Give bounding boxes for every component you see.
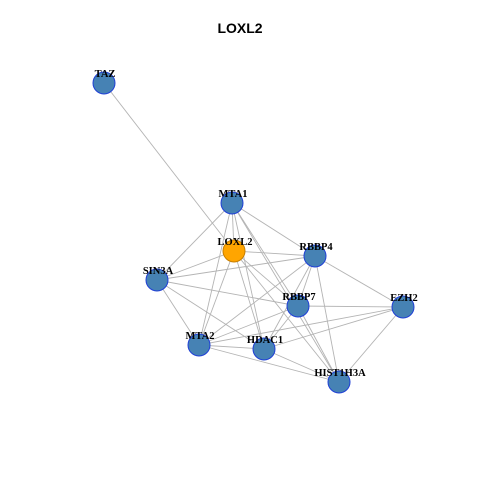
node-label: HDAC1	[247, 335, 283, 346]
node-label: HIST1H3A	[314, 368, 366, 379]
edge-loxl2-rbbp7	[233, 250, 299, 307]
edge-rbbp7-mta2	[198, 305, 299, 346]
node-mta1[interactable]: MTA1	[219, 189, 248, 215]
edge-sin3a-rbbp7	[156, 279, 299, 307]
edge-loxl2-hist1h3a	[233, 250, 340, 383]
edge-mta1-rbbp7	[231, 202, 299, 307]
edge-ezh2-mta2	[198, 306, 404, 346]
edge-loxl2-mta2	[198, 250, 235, 346]
node-ezh2[interactable]: EZH2	[390, 293, 418, 319]
edge-rbbp7-hist1h3a	[297, 305, 340, 383]
node-mta2[interactable]: MTA2	[186, 331, 215, 357]
node-hist1h3a[interactable]: HIST1H3A	[314, 368, 366, 394]
edge-mta1-hdac1	[231, 202, 265, 350]
edge-loxl2-sin3a	[156, 250, 235, 281]
edge-loxl2-rbbp4	[233, 250, 316, 257]
edge-layer	[103, 82, 404, 383]
edge-mta1-mta2	[198, 202, 233, 346]
edge-mta1-rbbp4	[231, 202, 316, 257]
graph-title: LOXL2	[217, 20, 263, 36]
node-circle[interactable]	[222, 239, 246, 263]
edge-ezh2-hdac1	[263, 306, 404, 350]
node-rbbp4[interactable]: RBBP4	[299, 242, 333, 268]
node-circle[interactable]	[145, 268, 169, 292]
edge-rbbp4-ezh2	[314, 255, 404, 308]
node-sin3a[interactable]: SIN3A	[143, 266, 174, 292]
node-hdac1[interactable]: HDAC1	[247, 335, 283, 361]
edge-mta1-sin3a	[156, 202, 233, 281]
edge-mta1-hist1h3a	[231, 202, 340, 383]
edge-mta2-hist1h3a	[198, 344, 340, 383]
edge-rbbp7-ezh2	[297, 305, 404, 308]
edge-taz-loxl2	[103, 82, 235, 252]
edge-sin3a-mta2	[156, 279, 200, 346]
edge-rbbp4-sin3a	[156, 255, 316, 281]
node-rbbp7[interactable]: RBBP7	[282, 292, 316, 318]
edge-hdac1-hist1h3a	[263, 348, 340, 383]
node-circle[interactable]	[92, 71, 116, 95]
edge-rbbp4-hist1h3a	[314, 255, 340, 383]
edge-sin3a-hdac1	[156, 279, 265, 350]
node-label: MTA2	[186, 331, 215, 342]
node-taz[interactable]: TAZ	[92, 69, 116, 95]
node-circle[interactable]	[303, 244, 327, 268]
node-label: TAZ	[95, 69, 116, 80]
node-label: EZH2	[390, 293, 417, 304]
node-label: SIN3A	[143, 266, 174, 277]
node-label: MTA1	[219, 189, 248, 200]
edge-ezh2-hist1h3a	[338, 306, 404, 383]
node-circle[interactable]	[252, 337, 276, 361]
node-circle[interactable]	[187, 333, 211, 357]
node-label: RBBP7	[282, 292, 315, 303]
node-circle[interactable]	[286, 294, 310, 318]
node-circle[interactable]	[220, 191, 244, 215]
node-label: LOXL2	[217, 237, 252, 248]
edge-rbbp4-mta2	[198, 255, 316, 346]
node-circle[interactable]	[327, 370, 351, 394]
node-label: RBBP4	[299, 242, 333, 253]
node-loxl2[interactable]: LOXL2	[217, 237, 253, 263]
node-circle[interactable]	[391, 295, 415, 319]
